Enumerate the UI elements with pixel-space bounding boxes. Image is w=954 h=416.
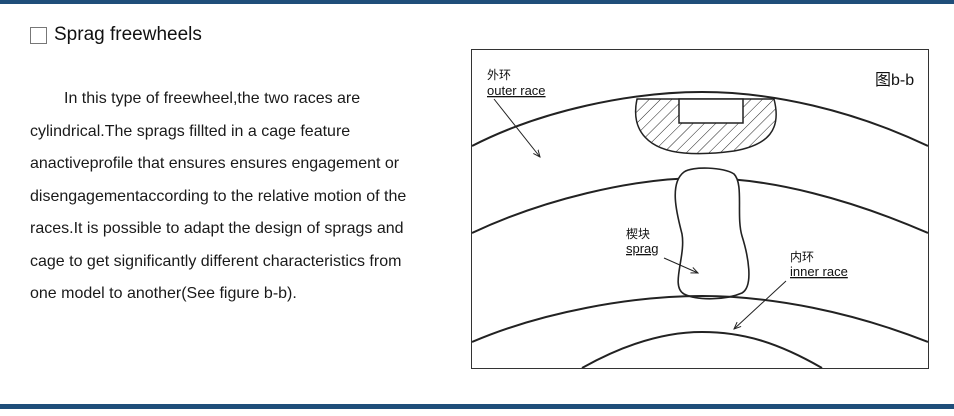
inner-race-label-en: inner race [790, 264, 848, 279]
description-text: In this type of freewheel,the two races … [30, 83, 425, 311]
sprag-label-en: sprag [626, 241, 659, 256]
outer-race-label-en: outer race [487, 83, 546, 98]
freewheel-diagram: 图b-b 外环 outer race 楔块 sprag 内环 inner rac… [471, 49, 929, 369]
outer-race-leader [493, 98, 540, 157]
diagram-svg: 图b-b 外环 outer race 楔块 sprag 内环 inner rac… [472, 68, 928, 368]
section-title: Sprag freewheels [54, 24, 202, 45]
sprag-leader [663, 257, 698, 273]
figure-label: 图b-b [875, 72, 914, 89]
top-rule [0, 0, 954, 4]
inner-race-inner-arc [581, 330, 823, 368]
checkbox-icon[interactable] [30, 26, 47, 44]
inner-race-label-zh: 内环 [790, 250, 814, 264]
cage-slot [678, 98, 744, 124]
inner-race-leader [734, 280, 787, 329]
inner-race-outer-arc [472, 294, 928, 343]
description-paragraph: In this type of freewheel,the two races … [30, 90, 407, 302]
outer-race-label-zh: 外环 [487, 68, 511, 82]
section-heading: Sprag freewheels [30, 24, 202, 46]
sprag-shape [674, 167, 750, 300]
sprag-label-zh: 楔块 [626, 227, 650, 241]
outer-race-outer-arc [472, 90, 928, 147]
bottom-rule [0, 404, 954, 409]
